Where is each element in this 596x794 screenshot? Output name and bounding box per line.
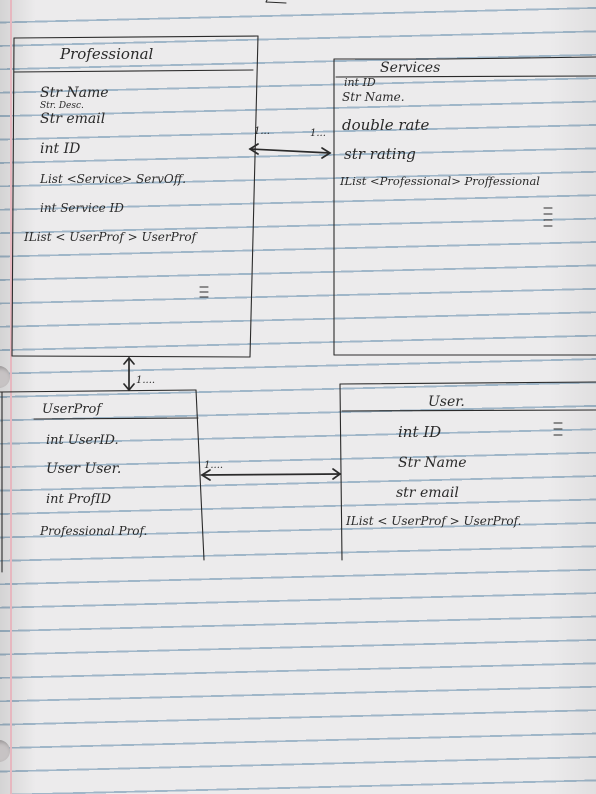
association-line bbox=[201, 473, 341, 476]
userprof-right-border bbox=[195, 389, 205, 561]
professional-field: int Service ID bbox=[40, 201, 124, 215]
arrowhead-right bbox=[332, 468, 342, 480]
top-edge-mark bbox=[265, 0, 287, 4]
professional-title: Professional bbox=[59, 45, 154, 63]
multiplicity-label: 1.... bbox=[204, 460, 223, 471]
relation-professional-userprof: 1.... bbox=[123, 356, 155, 392]
services-field: int ID bbox=[344, 76, 376, 89]
professional-field: List <Service> ServOff. bbox=[39, 172, 186, 186]
user-top-border bbox=[339, 381, 596, 385]
margin-line bbox=[10, 0, 12, 794]
multiplicity-label: 1... bbox=[254, 126, 270, 137]
userprof-field: int UserID. bbox=[46, 433, 119, 448]
professional-title-divider bbox=[13, 69, 254, 73]
margin-tally-mark bbox=[543, 207, 553, 227]
arrowhead-left bbox=[200, 469, 211, 481]
services-field: Str Name. bbox=[342, 90, 405, 104]
arrowhead-up bbox=[123, 356, 135, 365]
professional-bottom-border bbox=[11, 355, 251, 358]
services-top-border bbox=[333, 56, 596, 60]
professional-right-border bbox=[249, 35, 259, 358]
user-field: str email bbox=[396, 485, 459, 501]
association-line bbox=[249, 148, 331, 154]
user-title: User. bbox=[428, 394, 465, 410]
professional-top-border bbox=[13, 35, 259, 39]
relation-userprof-user: 1.... bbox=[200, 460, 342, 481]
professional-field: Str email bbox=[40, 111, 105, 127]
userprof-field: User User. bbox=[46, 461, 121, 477]
arrowhead-down bbox=[123, 383, 135, 392]
binder-hole bbox=[0, 740, 10, 762]
professional-field: int ID bbox=[40, 141, 80, 157]
services-title-divider bbox=[335, 75, 596, 78]
user-field: Str Name bbox=[398, 455, 467, 471]
user-field: int ID bbox=[398, 423, 441, 441]
userprof-field: Professional Prof. bbox=[39, 524, 147, 538]
user-field: IList < UserProf > UserProf. bbox=[345, 514, 521, 528]
multiplicity-label: 1... bbox=[310, 128, 326, 139]
class-services: Services int ID Str Name. double rate st… bbox=[333, 56, 596, 356]
class-user: User. int ID Str Name str email IList < … bbox=[339, 381, 596, 561]
class-userprof: UserProf int UserID. User User. int Prof… bbox=[0, 389, 205, 573]
margin-tally-mark bbox=[553, 422, 563, 436]
user-left-border bbox=[339, 383, 343, 561]
margin-tally-mark bbox=[199, 286, 209, 298]
services-field: IList <Professional> Proffessional bbox=[339, 174, 540, 188]
userprof-field: int ProfID bbox=[46, 492, 112, 507]
professional-field: Str. Desc. bbox=[40, 101, 84, 111]
class-professional: Professional Str Name Str. Desc. Str ema… bbox=[11, 35, 259, 358]
relation-professional-services: 1... 1... bbox=[248, 126, 332, 159]
services-field: str rating bbox=[344, 145, 416, 163]
binder-hole bbox=[0, 366, 10, 388]
arrowhead-right bbox=[321, 147, 332, 159]
user-title-divider bbox=[341, 409, 596, 412]
userprof-title-divider bbox=[33, 417, 199, 420]
professional-field: IList < UserProf > UserProf bbox=[23, 230, 199, 244]
userprof-top-border bbox=[0, 389, 197, 393]
professional-field: Str Name bbox=[40, 85, 109, 101]
services-field: double rate bbox=[342, 116, 429, 134]
multiplicity-label: 1.... bbox=[136, 375, 155, 386]
arrowhead-left bbox=[248, 143, 259, 155]
userprof-title: UserProf bbox=[42, 402, 103, 417]
professional-left-border bbox=[11, 37, 15, 357]
services-title: Services bbox=[380, 60, 440, 76]
